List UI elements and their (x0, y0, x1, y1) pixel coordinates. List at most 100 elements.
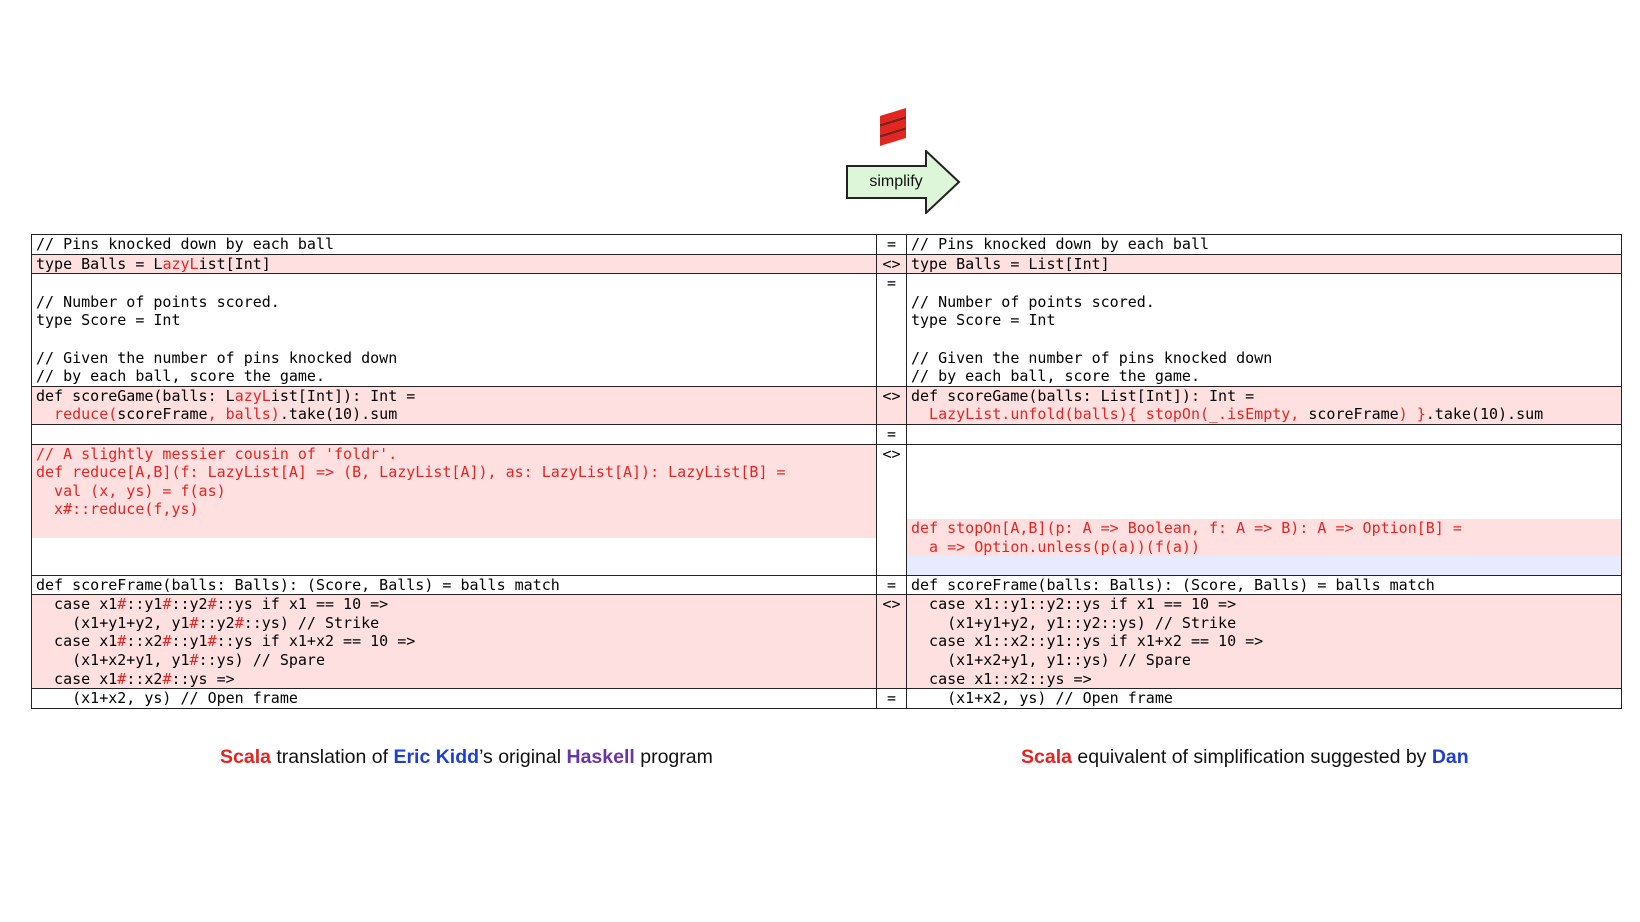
code-text: (x1+y1+y2, y1 (36, 613, 190, 632)
code-text: scoreFrame (117, 405, 208, 424)
code-line (911, 275, 1617, 293)
left-code (31, 423, 877, 445)
changed-text: # (162, 632, 172, 651)
changed-text: azyL (162, 254, 199, 273)
code-line (911, 330, 1617, 349)
code-line: def scoreGame(balls: List[Int]): Int = (911, 386, 1255, 405)
changed-text: # (117, 632, 127, 651)
code-line: (x1+x2+y1, y1::ys) // Spare (911, 651, 1191, 670)
diff-operator: <> (876, 594, 907, 690)
left-code: (x1+x2, ys) // Open frame (31, 688, 877, 709)
left-code: // Number of points scored.type Score = … (31, 273, 877, 387)
changed-text: # (117, 669, 127, 688)
simplify-arrow-icon (846, 150, 961, 214)
code-text: ::ys if x1 == 10 => (216, 595, 389, 614)
diff-operator: <> (876, 253, 907, 275)
code-line: def reduce[A,B](f: LazyList[A] => (B, La… (36, 463, 786, 482)
code-text: ::x2 (126, 632, 163, 651)
diff-operator: = (876, 234, 907, 255)
code-line: case x1::x2::ys => (911, 669, 1092, 688)
code-line: // Number of points scored. (911, 292, 1155, 311)
diff-operator: = (876, 574, 907, 596)
diff-row-1: // Pins knocked down by each ball = // P… (31, 234, 1622, 255)
code-text: ist[Int] (198, 254, 271, 273)
changed-text: azyL (234, 386, 271, 405)
changed-text: # (162, 595, 172, 614)
code-text: ::ys if x1+x2 == 10 => (216, 632, 416, 651)
changed-text: # (189, 651, 199, 670)
code-text: ist[Int]): Int = (270, 386, 416, 405)
right-code: // Number of points scored.type Score = … (906, 273, 1622, 387)
changed-text: reduce( (36, 405, 118, 424)
code-line: type Score = Int (911, 311, 1056, 330)
code-line: x#::reduce(f,ys) (36, 500, 199, 519)
caption-text: equivalent of simplification suggested b… (1071, 746, 1432, 768)
left-caption: Scala translation of Eric Kidd’s origina… (220, 746, 713, 769)
code-line: // A slightly messier cousin of 'foldr'. (36, 444, 398, 463)
code-line: def stopOn[A,B](p: A => Boolean, f: A =>… (911, 518, 1462, 537)
code-text: .take(10).sum (279, 405, 398, 424)
caption-scala: Scala (1021, 746, 1072, 768)
changed-text: # (189, 613, 199, 632)
code-diff-table: // Pins knocked down by each ball = // P… (31, 234, 1622, 709)
left-code: case x1#::y1#::y2#::ys if x1 == 10 => (x… (31, 594, 877, 690)
diff-row-5: = (31, 423, 1622, 445)
right-code: def stopOn[A,B](p: A => Boolean, f: A =>… (906, 443, 1622, 576)
code-line: // by each ball, score the game. (36, 367, 325, 386)
code-line: type Score = Int (36, 311, 181, 330)
caption-dan: Dan (1431, 746, 1469, 768)
code-text: ::y1 (171, 632, 208, 651)
code-line: // Given the number of pins knocked down (911, 348, 1273, 367)
code-line: // Number of points scored. (36, 292, 280, 311)
left-code: // Pins knocked down by each ball (31, 234, 877, 255)
code-line: // by each ball, score the game. (911, 367, 1200, 386)
diff-row-6: // A slightly messier cousin of 'foldr'.… (31, 443, 1622, 576)
diff-operator: <> (876, 385, 907, 425)
caption-scala: Scala (220, 746, 271, 768)
simplify-label: simplify (869, 173, 923, 190)
changed-text: # (162, 669, 172, 688)
caption-text: ’s original (479, 746, 567, 768)
code-text: ::x2 (126, 669, 163, 688)
diff-row-2: type Balls = LazyList[Int] <> type Balls… (31, 253, 1622, 275)
diff-operator: <> (876, 443, 907, 576)
right-code: def scoreGame(balls: List[Int]): Int = L… (906, 385, 1622, 425)
code-text: def scoreGame(balls: L (36, 386, 235, 405)
changed-text: # (207, 632, 217, 651)
code-text: case x1 (36, 632, 118, 651)
diff-row-4: def scoreGame(balls: LazyList[Int]): Int… (31, 385, 1622, 425)
code-line: case x1::x2::y1::ys if x1+x2 == 10 => (911, 632, 1264, 651)
changed-text: ) } (1398, 405, 1426, 424)
code-line (36, 275, 872, 293)
left-code: def scoreGame(balls: LazyList[Int]): Int… (31, 385, 877, 425)
code-text: ::ys) // Spare (198, 651, 325, 670)
code-text: .take(10).sum (1425, 405, 1544, 424)
right-code: (x1+x2, ys) // Open frame (906, 688, 1622, 709)
right-caption: Scala equivalent of simplification sugge… (1021, 746, 1469, 769)
diff-row-8: case x1#::y1#::y2#::ys if x1 == 10 => (x… (31, 594, 1622, 690)
diff-row-3: // Number of points scored.type Score = … (31, 273, 1622, 387)
code-line: (x1+y1+y2, y1::y2::ys) // Strike (911, 613, 1237, 632)
changed-text: , balls) (207, 405, 280, 424)
diff-operator: = (876, 273, 907, 387)
code-text: type Balls = L (36, 254, 163, 273)
diff-operator: = (876, 688, 907, 709)
right-code: def scoreFrame(balls: Balls): (Score, Ba… (906, 574, 1622, 596)
code-line: case x1::y1::y2::ys if x1 == 10 => (911, 595, 1237, 614)
left-code: def scoreFrame(balls: Balls): (Score, Ba… (31, 574, 877, 596)
code-line: a => Option.unless(p(a))(f(a)) (911, 537, 1200, 556)
code-line: val (x, ys) = f(as) (36, 481, 226, 500)
right-code: case x1::y1::y2::ys if x1 == 10 => (x1+y… (906, 594, 1622, 690)
right-code: // Pins knocked down by each ball (906, 234, 1622, 255)
diff-row-9: (x1+x2, ys) // Open frame = (x1+x2, ys) … (31, 688, 1622, 709)
caption-haskell: Haskell (566, 746, 635, 768)
code-text: case x1 (36, 595, 118, 614)
changed-text: # (117, 595, 127, 614)
code-line: // Given the number of pins knocked down (36, 348, 398, 367)
right-code (906, 423, 1622, 445)
code-text: (x1+x2+y1, y1 (36, 651, 190, 670)
changed-text: # (207, 595, 217, 614)
scala-logo-icon (880, 108, 906, 146)
left-code: type Balls = LazyList[Int] (31, 253, 877, 275)
caption-eric-kidd: Eric Kidd (393, 746, 480, 768)
